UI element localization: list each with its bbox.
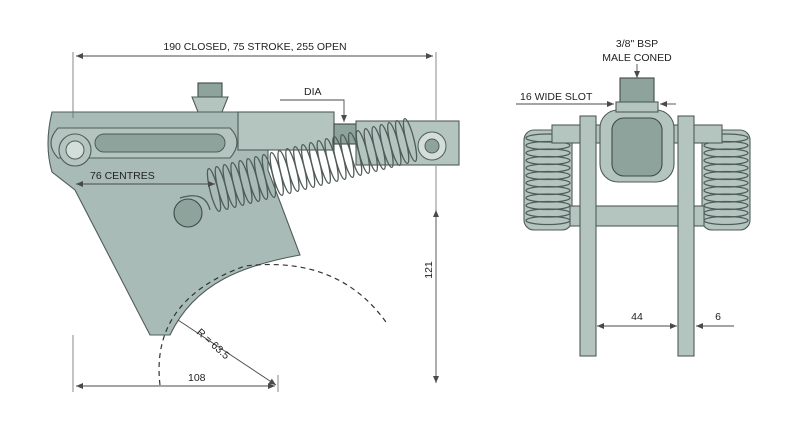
bsp-label-line2: MALE CONED [602,52,672,64]
spring-coil [293,145,308,191]
lower-pivot [173,198,203,228]
right-upright [677,115,695,357]
height-label: 121 [423,261,435,279]
front-view [523,77,751,357]
front-dimensions: 3/8" BSP MALE CONED 16 WIDE SLOT 44 6 [516,38,734,329]
bsp-fitting [619,77,655,105]
spring-coils [206,117,418,213]
overall-length-label: 190 CLOSED, 75 STROKE, 255 OPEN [163,41,346,53]
bottom-width-label: 108 [188,372,206,384]
spring-coil [277,149,292,195]
thickness-label: 6 [715,311,721,323]
left-upright [579,115,597,357]
grease-nipple-icon [191,82,229,113]
centres-label: 76 CENTRES [90,170,155,182]
lower-crossbar [569,205,705,227]
radius-arc [158,263,389,386]
left-spring [523,129,573,231]
bsp-label-line1: 3/8" BSP [616,38,658,50]
upper-slot [94,133,226,153]
spring-coil [285,147,300,193]
cylinder-body [237,111,335,151]
dia-label: DIA [304,86,322,98]
side-view [47,82,460,386]
slot-label: 16 WIDE SLOT [520,91,593,103]
spacing-label: 44 [631,311,643,323]
radius-label: R = 63.5 [194,326,232,362]
right-spring [701,129,751,231]
spring-coil [402,117,418,163]
